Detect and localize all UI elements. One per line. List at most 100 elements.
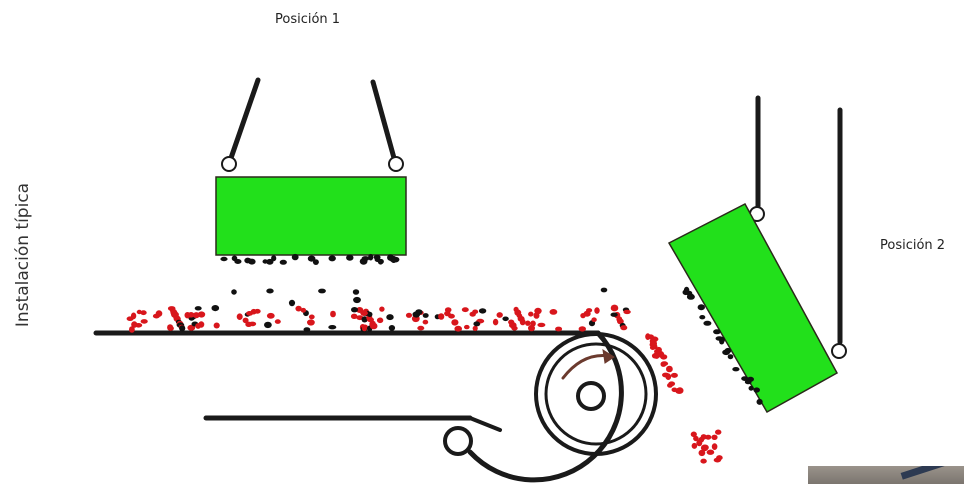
belt-particle bbox=[379, 307, 384, 312]
rising-particle bbox=[601, 288, 608, 293]
falling-particle bbox=[707, 450, 714, 455]
attracted-particle-2 bbox=[728, 354, 734, 359]
conveyor bbox=[96, 333, 656, 480]
belt-particle bbox=[179, 325, 185, 331]
belt-particle bbox=[534, 308, 541, 314]
attracted-particle bbox=[280, 260, 287, 265]
falling-particle bbox=[700, 459, 706, 464]
belt-particle bbox=[156, 310, 163, 317]
belt-particle bbox=[309, 315, 315, 320]
suspension-cable-left bbox=[231, 80, 258, 158]
belt-particle bbox=[243, 318, 249, 324]
corner-photo-fragment bbox=[808, 466, 964, 484]
belt-particle bbox=[580, 313, 585, 318]
discharge-particle bbox=[665, 373, 671, 380]
belt-particle bbox=[611, 313, 618, 317]
rising-particle bbox=[353, 297, 361, 303]
belt-particle bbox=[267, 313, 275, 319]
falling-particle bbox=[703, 445, 709, 451]
rising-particle bbox=[266, 289, 273, 294]
discharge-particle bbox=[676, 387, 683, 394]
attracted-particle-2 bbox=[687, 294, 695, 300]
belt-particle bbox=[423, 313, 429, 318]
falling-particle bbox=[693, 436, 699, 441]
attracted-particle bbox=[308, 256, 316, 262]
belt-particle bbox=[473, 326, 478, 331]
belt-particle bbox=[377, 318, 383, 324]
belt-particle bbox=[591, 317, 596, 322]
discharge-particle bbox=[671, 373, 678, 378]
head-drum-outer bbox=[536, 334, 656, 454]
belt-particle bbox=[328, 325, 336, 329]
falling-particle bbox=[715, 430, 721, 435]
attracted-particle-2 bbox=[716, 336, 724, 341]
pulley-icon bbox=[578, 383, 604, 409]
belt-particle bbox=[370, 323, 378, 330]
belt-particle bbox=[307, 319, 315, 325]
belt-particle bbox=[451, 319, 458, 325]
attracted-particle bbox=[346, 255, 353, 261]
falling-particle bbox=[712, 443, 718, 450]
attracted-particle-2 bbox=[722, 350, 730, 356]
attracted-particle bbox=[266, 259, 273, 265]
material-particles bbox=[127, 254, 763, 464]
attracted-particle bbox=[362, 256, 370, 261]
falling-particle bbox=[705, 435, 711, 440]
rising-particle bbox=[353, 289, 359, 295]
discharge-particle bbox=[661, 361, 668, 366]
belt-particle bbox=[246, 311, 253, 316]
belt-particle bbox=[520, 319, 526, 326]
belt-particle bbox=[415, 309, 422, 315]
attracted-particle bbox=[292, 254, 299, 260]
attracted-particle-2 bbox=[741, 376, 748, 381]
attracted-particle bbox=[247, 258, 252, 263]
belt-particle bbox=[304, 327, 311, 332]
belt-particle bbox=[264, 322, 272, 328]
belt-particle bbox=[135, 323, 142, 328]
belt-particle bbox=[198, 311, 205, 317]
belt-particle bbox=[301, 308, 306, 313]
attracted-particle-2 bbox=[757, 399, 763, 405]
belt-particle bbox=[454, 326, 462, 332]
falling-particle bbox=[716, 455, 723, 460]
belt-particle bbox=[212, 305, 220, 311]
belt-particle bbox=[351, 314, 358, 319]
discharge-particle bbox=[654, 355, 659, 359]
rising-particle bbox=[318, 289, 326, 294]
belt-particle bbox=[611, 305, 619, 312]
belt-particle bbox=[406, 313, 412, 318]
belt-particle bbox=[129, 326, 135, 333]
belt-particle bbox=[237, 313, 243, 320]
discharge-particle bbox=[667, 383, 673, 388]
discharge-particle bbox=[651, 336, 659, 341]
belt-particle bbox=[511, 326, 517, 331]
belt-particle bbox=[555, 327, 562, 332]
belt-particle bbox=[141, 319, 148, 324]
belt-particle bbox=[389, 325, 395, 331]
falling-particle bbox=[711, 435, 717, 440]
belt-particle bbox=[502, 317, 508, 322]
belt-particle bbox=[195, 306, 202, 310]
suspension-cable-right bbox=[373, 82, 394, 158]
belt-particle bbox=[330, 311, 336, 318]
attracted-particle-2 bbox=[684, 287, 689, 294]
hook-ring-left bbox=[222, 157, 236, 171]
belt-particle bbox=[620, 325, 627, 330]
belt-particle bbox=[198, 321, 204, 327]
belt-particle bbox=[537, 323, 545, 327]
rising-particle bbox=[289, 300, 295, 306]
belt-particle bbox=[444, 311, 451, 316]
attracted-particle bbox=[378, 259, 384, 264]
belt-particle bbox=[188, 312, 195, 318]
belt-particle bbox=[417, 326, 424, 331]
attracted-particle-2 bbox=[698, 304, 705, 310]
hook-ring-right-2 bbox=[832, 344, 846, 358]
head-drum bbox=[546, 344, 646, 444]
attracted-particle bbox=[220, 257, 227, 261]
magnet-block-1 bbox=[216, 177, 406, 255]
attracted-particle bbox=[329, 255, 336, 261]
falling-particle bbox=[692, 443, 698, 449]
attracted-particle-2 bbox=[753, 387, 760, 392]
magnet-position-2 bbox=[669, 98, 846, 412]
belt-particle bbox=[497, 312, 503, 318]
